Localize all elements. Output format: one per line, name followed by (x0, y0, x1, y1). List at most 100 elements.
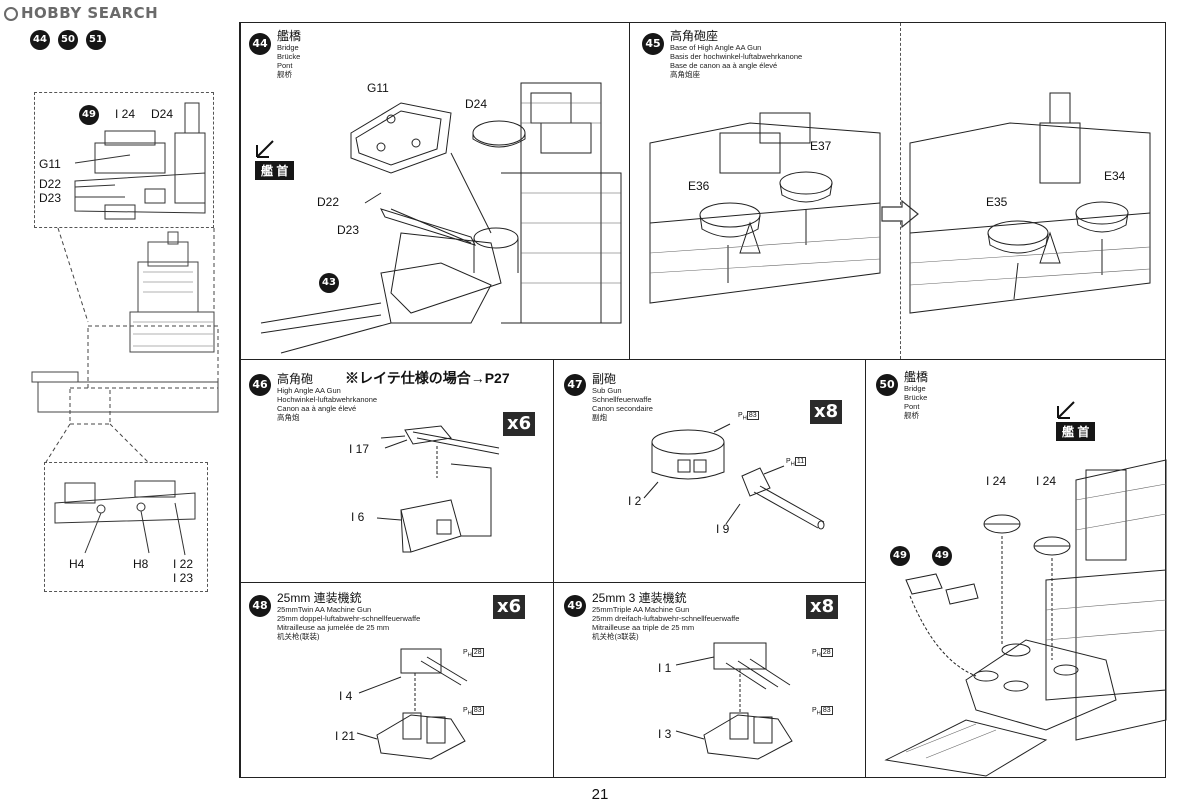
label-i4: I 4 (339, 689, 353, 703)
step-49-sub-cn: 机关枪(3联装) (592, 632, 639, 641)
step-47-panel: 47 副砲 Sub Gun Schnellfeuerwaffe Canon se… (553, 359, 866, 583)
paint-ref-h83-value: 83 (746, 411, 759, 420)
step-48-sub-fr: Mitrailleuse aa jumelée de 25 mm (277, 623, 390, 632)
step-48-title: 25mm 連装機銃 (277, 591, 362, 605)
machine-gun-detail-box: H4 H8 I 22 I 23 (44, 462, 208, 592)
callout-49-right: 49 (932, 546, 952, 566)
step-46-sub-fr: Canon aa à angle élevé (277, 404, 357, 413)
hobby-search-logo-icon (4, 7, 18, 21)
step-47-sub-en: Sub Gun (592, 386, 622, 395)
bridge-detail-drawing (74, 102, 206, 220)
callout-49: 49 (79, 105, 99, 125)
step-50-drawing (884, 459, 1167, 777)
step-44-sub-de: Brücke (277, 52, 301, 61)
step-48-sub-cn: 机关枪(联装) (277, 632, 320, 641)
paint-ref-h83-value: 83 (820, 706, 833, 715)
step-44-sub-cn: 舰桥 (277, 70, 292, 79)
paint-ref-h28-value: 28 (820, 648, 833, 657)
step-46-title: 高角砲 (277, 372, 314, 386)
label-i1: I 1 (658, 661, 672, 675)
step-50-sub-en: Bridge (904, 384, 926, 393)
step-47-sub-de: Schnellfeuerwaffe (592, 395, 652, 404)
label-d23: D23 (337, 223, 360, 237)
quantity-badge: x6 (493, 595, 526, 619)
step-48-drawing (356, 648, 468, 760)
step-47-title: 副砲 (592, 372, 617, 386)
step-44-panel: 44 艦橋 Bridge Brücke Pont 舰桥 艦 首 G11 D24 … (240, 22, 630, 360)
page-number: 21 (591, 786, 609, 803)
label-i24-right: I 24 (1036, 474, 1057, 488)
step-45-sub-fr: Base de canon aa à angle élevé (670, 61, 778, 70)
step-44-sub-en: Bridge (277, 43, 299, 52)
step-50-title: 艦橋 (904, 370, 929, 384)
step-44-title: 艦橋 (277, 29, 302, 43)
bow-direction-badge: 艦 首 (1056, 422, 1096, 441)
label-i3: I 3 (658, 727, 672, 741)
step-44-number: 44 (249, 33, 271, 55)
label-i23: I 23 (173, 571, 194, 585)
paint-ref-h28-value: 28 (471, 648, 484, 657)
bridge-detail-box: 49 I 24 D24 G11 D22 D23 (34, 92, 214, 228)
step-44-drawing (260, 82, 622, 354)
step-49-panel: 49 25mm 3 連装機銃 25mmTriple AA Machine Gun… (553, 582, 866, 778)
step-49-number: 49 (564, 595, 586, 617)
step-49-sub-en: 25mmTriple AA Machine Gun (592, 605, 690, 614)
step-50-ref: 50 (58, 30, 78, 50)
label-d24: D24 (465, 97, 488, 111)
step-51-ref: 51 (86, 30, 106, 50)
label-g11: G11 (39, 157, 61, 171)
step-49-sub-fr: Mitrailleuse aa triple de 25 mm (592, 623, 695, 632)
label-i22: I 22 (173, 557, 194, 571)
quantity-badge: x8 (810, 400, 843, 424)
step-45-title: 高角砲座 (670, 29, 719, 43)
bow-arrow-icon (1057, 401, 1075, 419)
step-47-number: 47 (564, 374, 586, 396)
step-44-sub-fr: Pont (277, 61, 293, 70)
step-46-number: 46 (249, 374, 271, 396)
label-i17: I 17 (349, 442, 370, 456)
label-i2: I 2 (628, 494, 642, 508)
paint-ref-h83-value: 83 (471, 706, 484, 715)
bow-direction-badge: 艦 首 (255, 161, 295, 180)
label-d23: D23 (39, 191, 62, 205)
label-i21: I 21 (335, 729, 356, 743)
step-46-drawing (376, 425, 500, 553)
label-d22: D22 (39, 177, 62, 191)
step-50-sub-cn: 舰桥 (904, 411, 919, 420)
label-i24: I 24 (115, 107, 136, 121)
step-47-sub-fr: Canon secondaire (592, 404, 653, 413)
label-h4: H4 (69, 557, 85, 571)
step-47-sub-cn: 副炮 (592, 413, 607, 422)
label-e36: E36 (688, 179, 710, 193)
machine-gun-detail-drawing (54, 480, 196, 556)
step-50-sub-de: Brücke (904, 393, 928, 402)
step-45-sub-en: Base of High Angle AA Gun (670, 43, 762, 52)
ship-superstructure-overview (31, 227, 219, 463)
step-49-title: 25mm 3 連装機銃 (592, 591, 687, 605)
step-46-sub-de: Hochwinkel-luftabwehrkanone (277, 395, 378, 404)
step-47-drawing (643, 423, 825, 530)
label-i6: I 6 (351, 510, 365, 524)
watermark-text: HOBBY SEARCH (21, 4, 159, 22)
step-46-sub-en: High Angle AA Gun (277, 386, 341, 395)
label-h8: H8 (133, 557, 149, 571)
step-48-panel: 48 25mm 連装機銃 25mmTwin AA Machine Gun 25m… (240, 582, 554, 778)
step-44-ref: 44 (30, 30, 50, 50)
label-e35: E35 (986, 195, 1008, 209)
label-g11: G11 (367, 81, 389, 95)
step-49-drawing (675, 642, 793, 760)
step-50-number: 50 (876, 374, 898, 396)
callout-49-left: 49 (890, 546, 910, 566)
step-45-sub-de: Basis der hochwinkel-luftabwehrkanone (670, 52, 803, 61)
step-45-sub-cn: 高角炮座 (670, 70, 700, 79)
label-i9: I 9 (716, 522, 730, 536)
step-48-sub-en: 25mmTwin AA Machine Gun (277, 605, 372, 614)
label-d22: D22 (317, 195, 340, 209)
quantity-badge: x8 (806, 595, 839, 619)
step-45-number: 45 (642, 33, 664, 55)
step-46-sub-cn: 高角炮 (277, 413, 300, 422)
step-46-panel: 46 高角砲 ※レイテ仕様の場合→P27 High Angle AA Gun H… (240, 359, 554, 583)
